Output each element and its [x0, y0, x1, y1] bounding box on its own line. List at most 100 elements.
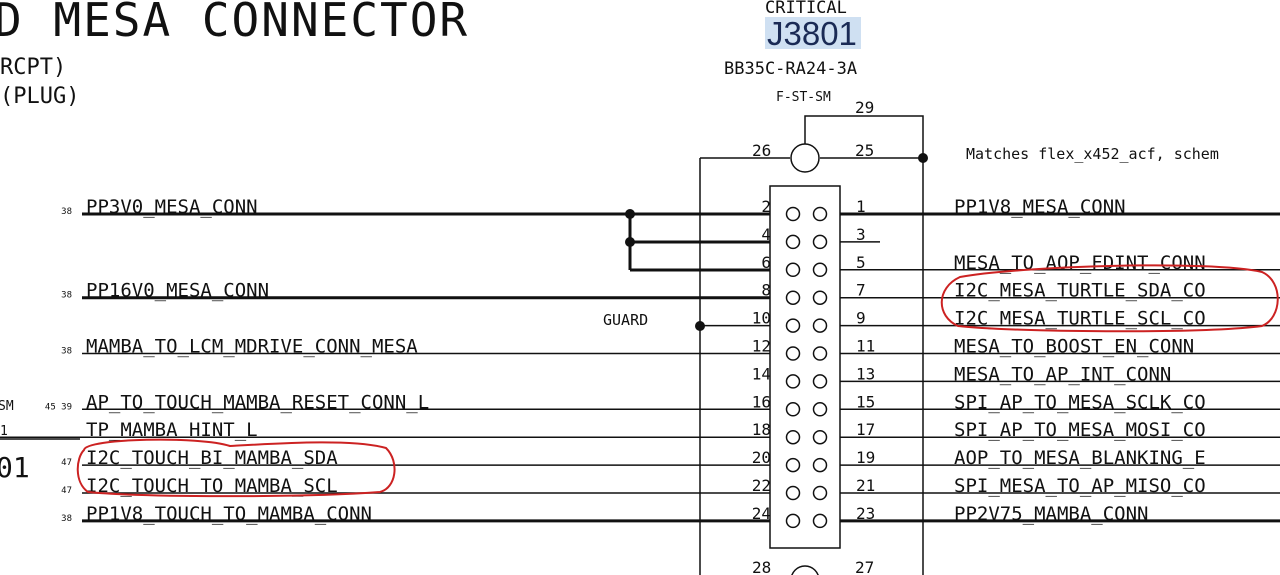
contact-left	[785, 429, 801, 445]
contact-left	[785, 234, 801, 250]
contact-left	[785, 346, 801, 361]
net-label-right: MESA_TO_AP_INT_CONN	[954, 363, 1171, 385]
contact-right	[812, 262, 828, 278]
pin-25-label: 25	[855, 141, 874, 160]
pin-number-left: 8	[761, 281, 771, 300]
contact-right	[812, 402, 828, 417]
pin-number-right: 1	[856, 197, 866, 216]
pin-number-right: 19	[856, 448, 875, 467]
contact-right	[812, 234, 828, 250]
pin-26-label: 26	[752, 141, 771, 160]
pin-number-left: 12	[752, 337, 771, 356]
net-label-right: PP2V75_MAMBA_CONN	[954, 503, 1148, 525]
pin-number-right: 9	[856, 309, 866, 328]
net-label-left: TP_MAMBA_HINT_L	[86, 419, 258, 441]
net-label-left: PP1V8_TOUCH_TO_MAMBA_CONN	[86, 503, 372, 525]
left-fragment-01: 01	[0, 451, 30, 484]
contact-right	[812, 346, 828, 361]
contact-right	[812, 206, 828, 222]
pin-number-left: 20	[752, 448, 771, 467]
pin-row: 12 11 MAMBA_TO_LCM_MDRIVE_CONN_MESA 38 MESA_…	[61, 336, 1280, 361]
contact-left	[785, 457, 801, 473]
pin-number-right: 23	[856, 504, 875, 523]
left-fragment-1: 1	[0, 424, 8, 439]
shield-wire-top	[804, 115, 924, 158]
net-ref-left: 38	[61, 207, 72, 217]
pin-number-left: 14	[752, 364, 771, 383]
net-ref-left: 47	[61, 486, 72, 496]
pin-row: 24 23 PP1V8_TOUCH_TO_MAMBA_CONN 38 PP2V75_MA…	[61, 503, 1280, 529]
pin-number-right: 21	[856, 476, 875, 495]
pin-number-right: 17	[856, 420, 875, 439]
match-note: Matches flex_x452_acf, schem	[966, 145, 1219, 163]
net-label-right: SPI_MESA_TO_AP_MISO_CO	[954, 475, 1206, 497]
net-ref-left: 38	[61, 291, 72, 301]
sheet-title: D MESA CONNECTOR	[0, 0, 469, 47]
subtitle-line-2: (PLUG)	[0, 84, 79, 109]
left-fragment-sm: SM	[0, 399, 14, 414]
pin-row: 14 13 MESA_TO_AP_INT_CONN	[752, 363, 1280, 389]
contact-right	[812, 457, 828, 473]
contact-left	[785, 290, 801, 305]
critical-label: CRITICAL	[765, 0, 847, 18]
contact-left	[785, 206, 801, 222]
annotation-touch-i2c	[76, 438, 396, 498]
pin-number-right: 11	[856, 337, 875, 356]
net-label-right: MESA_TO_AOP_FDINT_CONN	[954, 252, 1206, 274]
pin-number-right: 5	[856, 253, 866, 272]
net-ref-left: 47	[61, 458, 72, 468]
package-label: F-ST-SM	[776, 90, 831, 105]
part-number-label: BB35C-RA24-3A	[724, 59, 857, 79]
net-ref-left: 38	[61, 514, 72, 524]
contact-right	[812, 513, 828, 529]
guard-label: GUARD	[603, 311, 648, 329]
contact-left	[785, 262, 801, 278]
contact-right	[812, 485, 828, 501]
net-label-left: PP16V0_MESA_CONN	[86, 280, 269, 302]
pin-number-right: 7	[856, 281, 866, 300]
refdes-highlight	[765, 17, 861, 49]
net-label-left: AP_TO_TOUCH_MAMBA_RESET_CONN_L	[86, 391, 429, 413]
contact-left	[785, 485, 801, 501]
pin-28-label: 28	[752, 558, 771, 575]
pin-row: 20 19 I2C_TOUCH_BI_MAMBA_SDA 47 AOP_TO_MESA_…	[61, 447, 1280, 473]
pin-number-right: 3	[856, 225, 866, 244]
net-label-right: I2C_MESA_TURTLE_SDA_CO	[954, 280, 1206, 302]
pin-row: 18 17 TP_MAMBA_HINT_L SPI_AP_TO_MESA_MOSI_C…	[0, 419, 1280, 445]
refdes-label: J3801	[767, 15, 857, 52]
net-ref-left: 38	[61, 347, 72, 357]
net-label-left: MAMBA_TO_LCM_MDRIVE_CONN_MESA	[86, 336, 418, 358]
net-ref-left: 45 39	[45, 402, 72, 412]
net-label-left: PP3V0_MESA_CONN	[86, 196, 258, 218]
annotation-turtle-i2c	[940, 264, 1279, 333]
connector-body	[769, 185, 841, 549]
mounting-hole-bottom	[791, 565, 819, 575]
mounting-hole-top	[790, 143, 820, 173]
net-label-right: AOP_TO_MESA_BLANKING_E	[954, 447, 1206, 469]
pin-number-left: 18	[752, 420, 771, 439]
net-label-right: MESA_TO_BOOST_EN_CONN	[954, 336, 1194, 358]
pin-number-left: 24	[752, 504, 771, 523]
contact-left	[785, 318, 801, 333]
pin-number-right: 13	[856, 364, 875, 383]
junction-dot-power-2	[625, 237, 635, 247]
contact-right	[812, 374, 828, 389]
net-label-left: I2C_TOUCH_BI_MAMBA_SDA	[86, 447, 338, 469]
pin-number-right: 15	[856, 392, 875, 411]
pin-row: 8 7 PP16V0_MESA_CONN 38 I2C_MESA_TURTLE_SDA_…	[61, 280, 1280, 305]
contact-left	[785, 513, 801, 529]
net-label-right: SPI_AP_TO_MESA_MOSI_CO	[954, 419, 1206, 441]
pin-number-left: 2	[761, 197, 771, 216]
pin-number-left: 22	[752, 476, 771, 495]
pin-number-left: 4	[761, 225, 771, 244]
contact-left	[785, 374, 801, 389]
pin-27-label: 27	[855, 558, 874, 575]
